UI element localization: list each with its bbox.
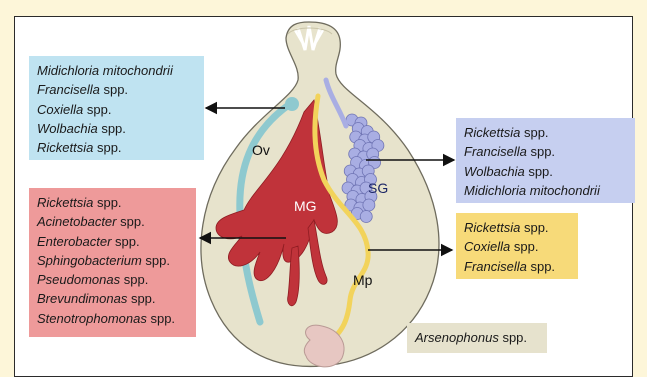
genus-name: Sphingobacterium [37, 253, 142, 268]
genus-name: Brevundimonas [37, 291, 127, 306]
bacteria-entry: Brevundimonas spp. [37, 289, 188, 308]
genus-name: Midichloria mitochondrii [37, 63, 173, 78]
genus-name: Wolbachia [464, 164, 525, 179]
midgut-bacteria-box: Rickettsia spp.Acinetobacter spp.Enterob… [29, 188, 196, 337]
genus-name: Arsenophonus [415, 330, 499, 345]
bacteria-entry: Stenotrophomonas spp. [37, 309, 188, 328]
species-suffix: spp. [147, 311, 175, 326]
salivary-acinus [360, 211, 372, 223]
genus-name: Enterobacter [37, 234, 111, 249]
bacteria-entry: Sphingobacterium spp. [37, 251, 188, 270]
species-suffix: spp. [499, 330, 527, 345]
species-suffix: spp. [527, 259, 555, 274]
genus-name: Rickettsia [464, 125, 520, 140]
bacteria-entry: Coxiella spp. [37, 100, 196, 119]
genus-name: Coxiella [37, 102, 83, 117]
bacteria-entry: Francisella spp. [37, 80, 196, 99]
species-suffix: spp. [127, 291, 155, 306]
bacteria-entry: Francisella spp. [464, 257, 570, 276]
bacteria-entry: Pseudomonas spp. [37, 270, 188, 289]
bacteria-entry: Coxiella spp. [464, 237, 570, 256]
species-suffix: spp. [525, 164, 553, 179]
species-suffix: spp. [520, 220, 548, 235]
species-suffix: spp. [83, 102, 111, 117]
malpighian-label: Mp [353, 272, 372, 288]
species-suffix: spp. [117, 214, 145, 229]
genus-name: Rickettsia [37, 140, 93, 155]
bacteria-entry: Wolbachia spp. [37, 119, 196, 138]
genus-name: Rickettsia [464, 220, 520, 235]
salivary-acinus [363, 199, 375, 211]
salivary-gland-bacteria-box: Rickettsia spp.Francisella spp.Wolbachia… [456, 118, 635, 203]
species-suffix: spp. [93, 195, 121, 210]
genus-name: Francisella [464, 144, 527, 159]
species-suffix: spp. [510, 239, 538, 254]
bacteria-entry: Rickettsia spp. [37, 193, 188, 212]
ovary-head [285, 97, 299, 111]
bacteria-entry: Enterobacter spp. [37, 232, 188, 251]
bacteria-entry: Midichloria mitochondrii [464, 181, 627, 200]
genus-name: Stenotrophomonas [37, 311, 147, 326]
bacteria-entry: Rickettsia spp. [464, 218, 570, 237]
species-suffix: spp. [100, 82, 128, 97]
species-suffix: spp. [98, 121, 126, 136]
genus-name: Rickettsia [37, 195, 93, 210]
salivary-gland-label: SG [368, 180, 388, 196]
malpighian-bacteria-box: Rickettsia spp.Coxiella spp.Francisella … [456, 213, 578, 279]
bacteria-entry: Wolbachia spp. [464, 162, 627, 181]
species-suffix: spp. [93, 140, 121, 155]
species-suffix: spp. [520, 125, 548, 140]
genus-name: Coxiella [464, 239, 510, 254]
genus-name: Francisella [37, 82, 100, 97]
ovary-label: Ov [252, 142, 270, 158]
species-suffix: spp. [120, 272, 148, 287]
bacteria-entry: Midichloria mitochondrii [37, 61, 196, 80]
bacteria-entry: Francisella spp. [464, 142, 627, 161]
bacteria-entry: Arsenophonus spp. [415, 328, 539, 347]
other-bacteria-box: Arsenophonus spp. [407, 323, 547, 353]
bacteria-entry: Rickettsia spp. [37, 138, 196, 157]
species-suffix: spp. [527, 144, 555, 159]
species-suffix: spp. [142, 253, 170, 268]
genus-name: Midichloria mitochondrii [464, 183, 600, 198]
genus-name: Acinetobacter [37, 214, 117, 229]
genus-name: Wolbachia [37, 121, 98, 136]
genus-name: Pseudomonas [37, 272, 120, 287]
bacteria-entry: Rickettsia spp. [464, 123, 627, 142]
bacteria-entry: Acinetobacter spp. [37, 212, 188, 231]
midgut-label: MG [294, 198, 317, 214]
genus-name: Francisella [464, 259, 527, 274]
species-suffix: spp. [111, 234, 139, 249]
